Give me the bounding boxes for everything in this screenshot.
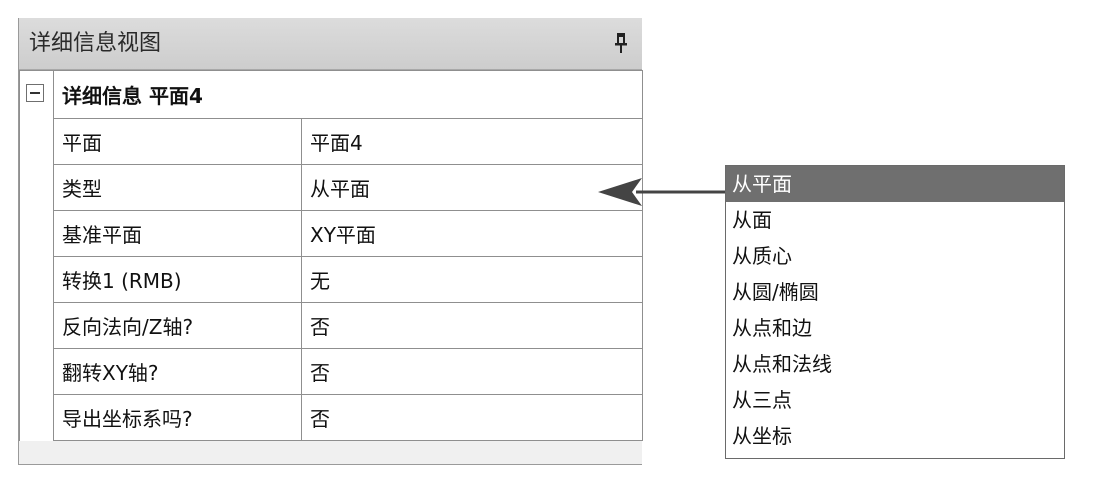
details-view-panel: 详细信息视图 详细信息 平面4 平面 平面4 类型 从平面 [18,18,644,465]
minus-box-icon[interactable] [26,84,44,102]
dropdown-option[interactable]: 从质心 [732,244,792,268]
type-dropdown-list[interactable]: 从平面 从面 从质心 从圆/椭圆 从点和边 从点和法线 从三点 从坐标 [725,165,1065,459]
property-value[interactable]: 否 [300,348,644,395]
property-name: 导出坐标系吗? [53,394,302,441]
table-row: 平面 平面4 [19,118,644,165]
dropdown-option[interactable]: 从点和法线 [732,352,832,376]
type-value-field[interactable]: 从平面 [300,164,644,211]
section-gutter [19,70,54,119]
left-arrow-icon [598,178,726,206]
property-name: 转换1 (RMB) [53,256,302,303]
dropdown-option[interactable]: 从圆/椭圆 [732,280,819,304]
property-name: 基准平面 [53,210,302,257]
property-name: 平面 [53,118,302,165]
table-row: 类型 从平面 [19,164,644,211]
property-value[interactable]: 否 [300,394,644,441]
property-value[interactable]: 无 [300,256,644,303]
table-row: 翻转XY轴? 否 [19,348,644,395]
pin-icon[interactable] [613,32,629,54]
dropdown-option[interactable]: 从三点 [732,388,792,412]
property-value[interactable]: 平面4 [300,118,644,165]
table-row: 反向法向/Z轴? 否 [19,302,644,349]
property-value[interactable]: 否 [300,302,644,349]
dropdown-option[interactable]: 从坐标 [732,424,792,448]
panel-titlebar: 详细信息视图 [19,18,642,70]
property-name: 翻转XY轴? [53,348,302,395]
details-grid: 详细信息 平面4 平面 平面4 类型 从平面 基准平面 XY平面 转换1 (RM… [19,70,644,441]
dropdown-option-selected[interactable]: 从平面 [726,166,1064,202]
dropdown-option[interactable]: 从点和边 [732,316,812,340]
dropdown-option[interactable]: 从面 [732,208,772,232]
section-header-row: 详细信息 平面4 [19,70,644,119]
property-value[interactable]: XY平面 [300,210,644,257]
property-name: 反向法向/Z轴? [53,302,302,349]
property-name: 类型 [53,164,302,211]
table-row: 基准平面 XY平面 [19,210,644,257]
table-row: 转换1 (RMB) 无 [19,256,644,303]
table-row: 导出坐标系吗? 否 [19,394,644,441]
panel-title: 详细信息视图 [29,31,162,56]
section-title: 详细信息 平面4 [52,70,644,119]
